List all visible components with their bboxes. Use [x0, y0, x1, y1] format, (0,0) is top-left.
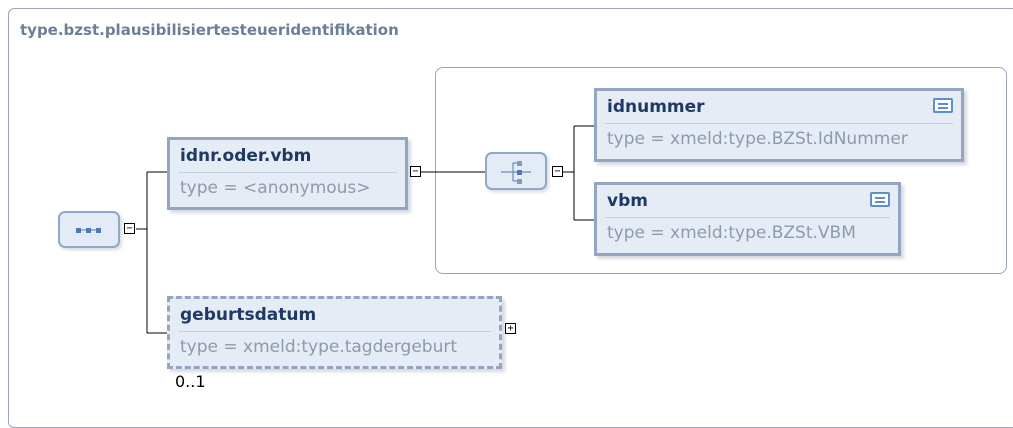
element-name: idnummer — [607, 97, 705, 117]
element-idnr-oder-vbm[interactable]: idnr.oder.vbm type = <anonymous> — [167, 137, 408, 210]
element-name: idnr.oder.vbm — [180, 146, 312, 166]
separator — [605, 123, 953, 124]
element-vbm[interactable]: vbm type = xmeld:type.BZSt.VBM — [594, 182, 901, 256]
diagram-title: type.bzst.plausibilisiertesteueridentifi… — [20, 21, 399, 39]
occurrence-label: 0..1 — [175, 372, 206, 391]
separator — [178, 331, 491, 332]
connector-lines — [136, 125, 594, 334]
element-geburtsdatum[interactable]: geburtsdatum type = xmeld:type.tagdergeb… — [167, 296, 502, 369]
element-type: type = xmeld:type.BZSt.VBM — [607, 223, 856, 243]
geburtsdatum-expand-toggle[interactable]: + — [505, 323, 516, 334]
choice-compositor[interactable] — [485, 152, 547, 190]
documentation-icon — [870, 192, 890, 207]
choice-collapse-toggle[interactable]: − — [552, 166, 563, 177]
separator — [605, 217, 890, 218]
sequence-collapse-toggle[interactable]: − — [124, 223, 135, 234]
choice-icon — [501, 161, 531, 184]
element-idnummer[interactable]: idnummer type = xmeld:type.BZSt.IdNummer — [594, 88, 964, 162]
documentation-icon — [933, 98, 953, 113]
idnr-collapse-toggle[interactable]: − — [410, 166, 421, 177]
sequence-compositor[interactable] — [58, 211, 120, 248]
separator — [178, 172, 397, 173]
element-name: geburtsdatum — [180, 305, 317, 325]
element-type: type = <anonymous> — [180, 178, 371, 198]
sequence-icon — [76, 228, 101, 233]
element-type: type = xmeld:type.BZSt.IdNummer — [607, 129, 908, 149]
element-type: type = xmeld:type.tagdergeburt — [180, 337, 458, 357]
element-name: vbm — [607, 191, 648, 211]
